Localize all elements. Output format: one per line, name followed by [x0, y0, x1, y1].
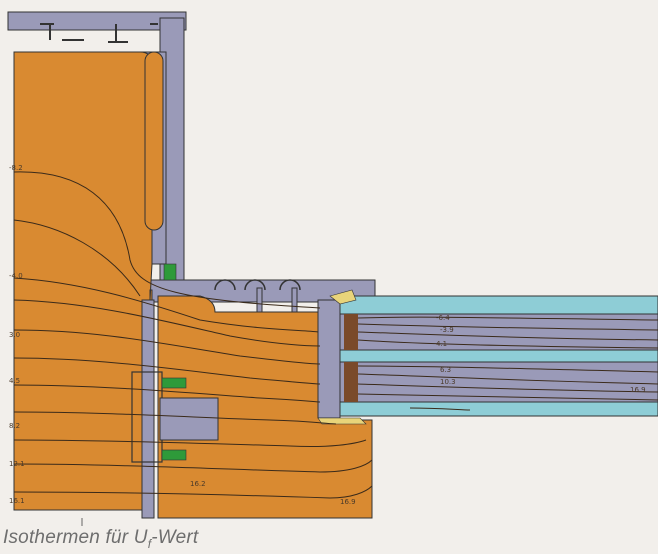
- isotherm-lines: [13, 171, 658, 499]
- isotherm-label: 4.5: [9, 377, 20, 385]
- figure-caption: Isothermen für Uf-Wert: [3, 527, 198, 551]
- isotherm-label: 8.2: [9, 422, 20, 430]
- isotherm-label: 16.1: [9, 497, 25, 505]
- isotherm-label: 16.9: [630, 386, 646, 394]
- isotherm-label: -6.4: [436, 314, 450, 322]
- isotherm-labels-left: -8.2 -4.0 3.0 4.5 8.2 12.1 16.1: [9, 164, 25, 505]
- isotherm-labels-glazing: -6.4 -3.9 4.1 6.3 10.3 16.9: [436, 314, 646, 394]
- window-section-drawing: -8.2 -4.0 3.0 4.5 8.2 12.1 16.1 16.2 16.…: [7, 11, 658, 526]
- isotherm-label: 12.1: [9, 460, 25, 468]
- caption-suffix: -Wert: [151, 527, 199, 548]
- isotherm-label: 3.0: [9, 331, 20, 339]
- isotherm-label: -8.2: [9, 164, 23, 172]
- isotherm-label: 10.3: [440, 378, 456, 386]
- isotherm-labels-bottom: 16.2 16.9: [190, 480, 356, 506]
- isotherm-label: 6.3: [440, 366, 451, 374]
- glazing-unit: [339, 295, 658, 417]
- isotherm-label: -3.9: [440, 326, 454, 334]
- isotherm-label: 16.2: [190, 480, 206, 488]
- isotherm-label: 4.1: [436, 340, 447, 348]
- isotherm-label: -4.0: [9, 272, 23, 280]
- caption-text: Isothermen für U: [3, 527, 148, 548]
- caption-subscript: f: [147, 537, 152, 551]
- sash-connector: [131, 299, 341, 519]
- isotherm-label: 16.9: [340, 498, 356, 506]
- gaskets: [161, 263, 367, 461]
